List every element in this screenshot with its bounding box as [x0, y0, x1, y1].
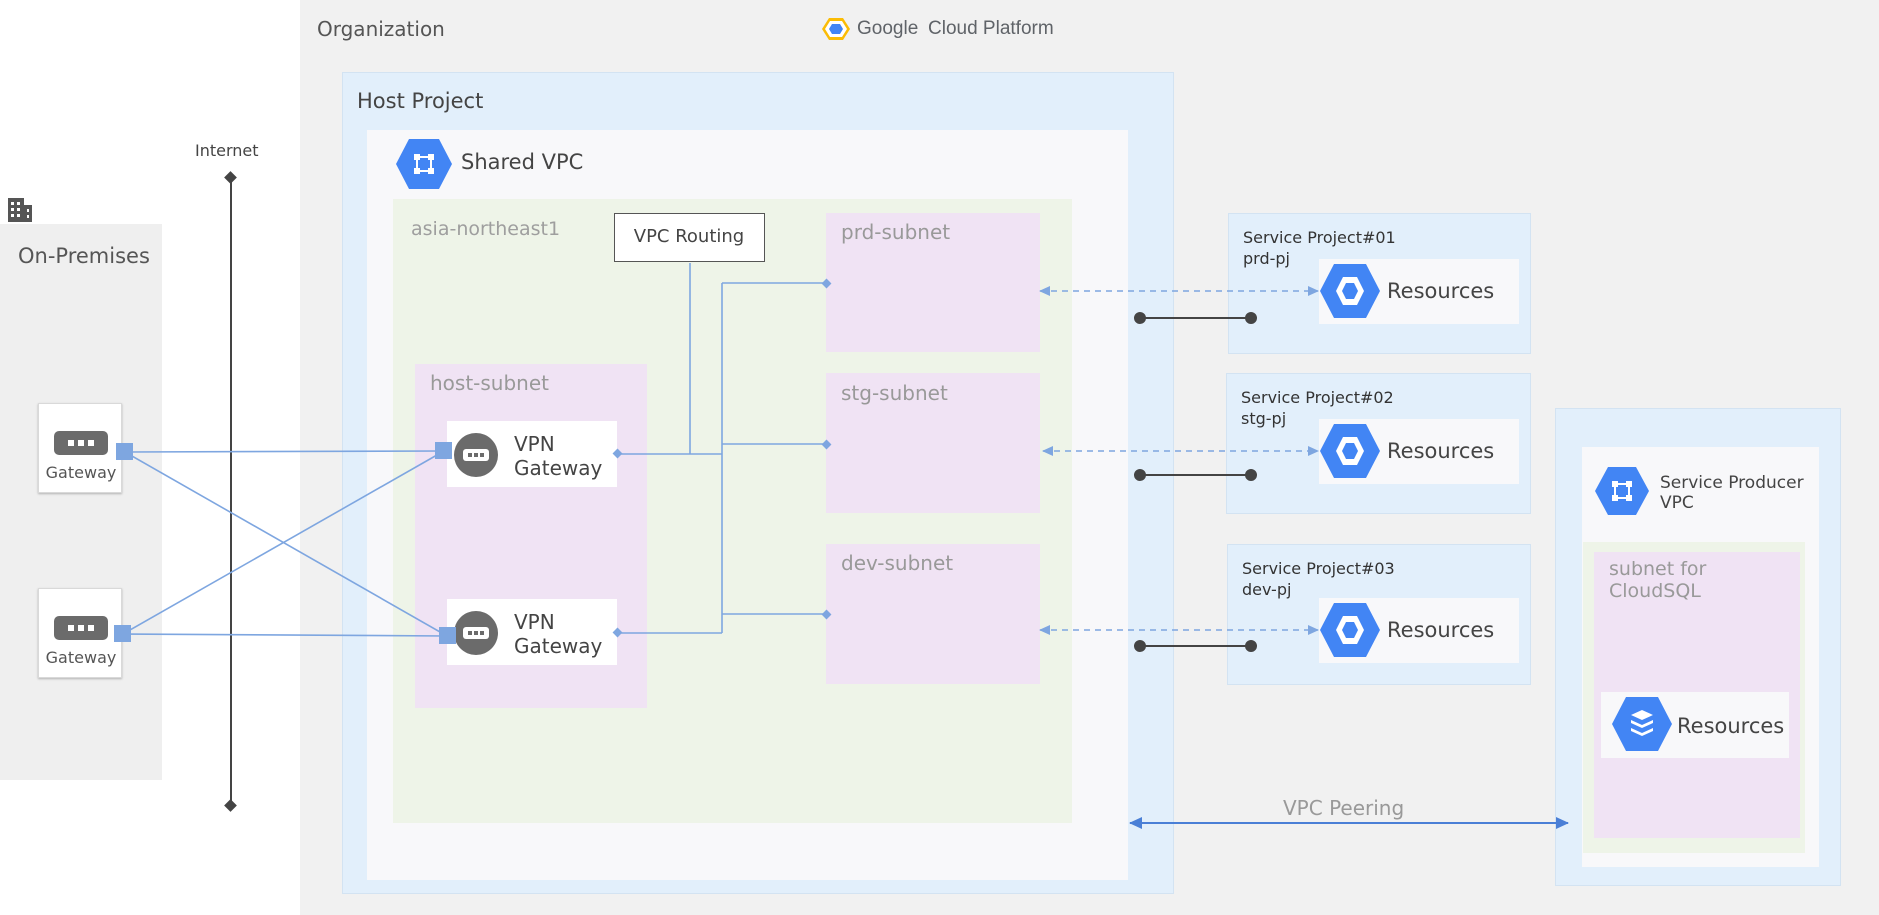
- on-prem-gateway-2[interactable]: Gateway: [38, 588, 122, 678]
- vpn-gateway-label-line2: Gateway: [514, 634, 603, 658]
- shared-vpc-label: Shared VPC: [461, 150, 584, 174]
- vpn-gateway-label-line1: VPN: [514, 610, 555, 634]
- service-project-id: prd-pj: [1243, 249, 1290, 268]
- prd-subnet-label: prd-subnet: [841, 220, 951, 244]
- on-prem-gateway-1[interactable]: Gateway: [38, 403, 122, 493]
- service-project-id: dev-pj: [1242, 580, 1292, 599]
- cloudsql-resources-card[interactable]: Resources: [1601, 692, 1789, 758]
- vpn-gateway-label-line1: VPN: [514, 432, 555, 456]
- stg-subnet-label: stg-subnet: [841, 381, 948, 405]
- dev-subnet: [826, 544, 1040, 684]
- shared-vpc-icon: [396, 139, 452, 189]
- compute-engine-icon: [1320, 264, 1380, 318]
- gcp-google-text: Google: [857, 18, 919, 39]
- vpn-gateway-icon: [454, 433, 498, 477]
- resources-label: Resources: [1677, 714, 1785, 738]
- prd-subnet: [826, 213, 1040, 352]
- service-project-2: Service Project#02 stg-pj Resources: [1226, 373, 1531, 514]
- service-producer-title-line1: Service Producer: [1660, 473, 1804, 493]
- service-project-title: Service Project#03: [1242, 559, 1395, 578]
- cloud-sql-icon: [1612, 697, 1672, 751]
- gcp-logo: Google Cloud Platform: [822, 16, 1062, 46]
- compute-engine-icon: [1320, 603, 1380, 657]
- organization-label: Organization: [317, 17, 445, 41]
- resources-card[interactable]: Resources: [1319, 419, 1519, 484]
- cloudsql-subnet-label-line2: CloudSQL: [1609, 580, 1701, 602]
- vpn-gateway-icon: [454, 611, 498, 655]
- vpc-peering-label: VPC Peering: [1283, 796, 1405, 820]
- service-project-title: Service Project#01: [1243, 228, 1396, 247]
- gateway-label: Gateway: [45, 463, 117, 482]
- vpc-routing-label: VPC Routing: [633, 226, 745, 247]
- vpn-gateway-label-line2: Gateway: [514, 456, 603, 480]
- service-producer-title-line2: VPC: [1660, 493, 1694, 513]
- internet-label: Internet: [195, 141, 259, 160]
- resources-card[interactable]: Resources: [1319, 259, 1519, 324]
- service-project-3: Service Project#03 dev-pj Resources: [1227, 544, 1531, 685]
- vpc-icon: [1595, 467, 1649, 515]
- building-icon: [8, 198, 32, 222]
- region-label: asia-northeast1: [411, 218, 561, 240]
- vpn-gateway-2[interactable]: VPN Gateway: [447, 599, 617, 665]
- host-subnet-label: host-subnet: [430, 371, 550, 395]
- host-project-label: Host Project: [357, 89, 484, 113]
- resources-label: Resources: [1387, 439, 1495, 463]
- gateway-label: Gateway: [45, 648, 117, 667]
- gateway-icon: [54, 431, 108, 455]
- resources-label: Resources: [1387, 279, 1495, 303]
- resources-card[interactable]: Resources: [1319, 598, 1519, 663]
- vpc-routing[interactable]: VPC Routing: [614, 213, 765, 262]
- internet-line: [224, 171, 237, 812]
- dev-subnet-label: dev-subnet: [841, 551, 954, 575]
- service-project-id: stg-pj: [1241, 409, 1287, 428]
- vpn-gateway-1[interactable]: VPN Gateway: [447, 421, 617, 487]
- compute-engine-icon: [1320, 424, 1380, 478]
- service-project-1: Service Project#01 prd-pj Resources: [1228, 213, 1531, 354]
- cloudsql-subnet-label-line1: subnet for: [1609, 558, 1707, 580]
- gcp-hexagon-icon: [822, 18, 850, 40]
- on-premises-label: On-Premises: [18, 244, 150, 268]
- service-project-title: Service Project#02: [1241, 388, 1394, 407]
- resources-label: Resources: [1387, 618, 1495, 642]
- on-premises-area: [0, 224, 162, 780]
- gateway-icon: [54, 616, 108, 640]
- stg-subnet: [826, 373, 1040, 513]
- gcp-cloud-platform-text: Cloud Platform: [928, 18, 1054, 39]
